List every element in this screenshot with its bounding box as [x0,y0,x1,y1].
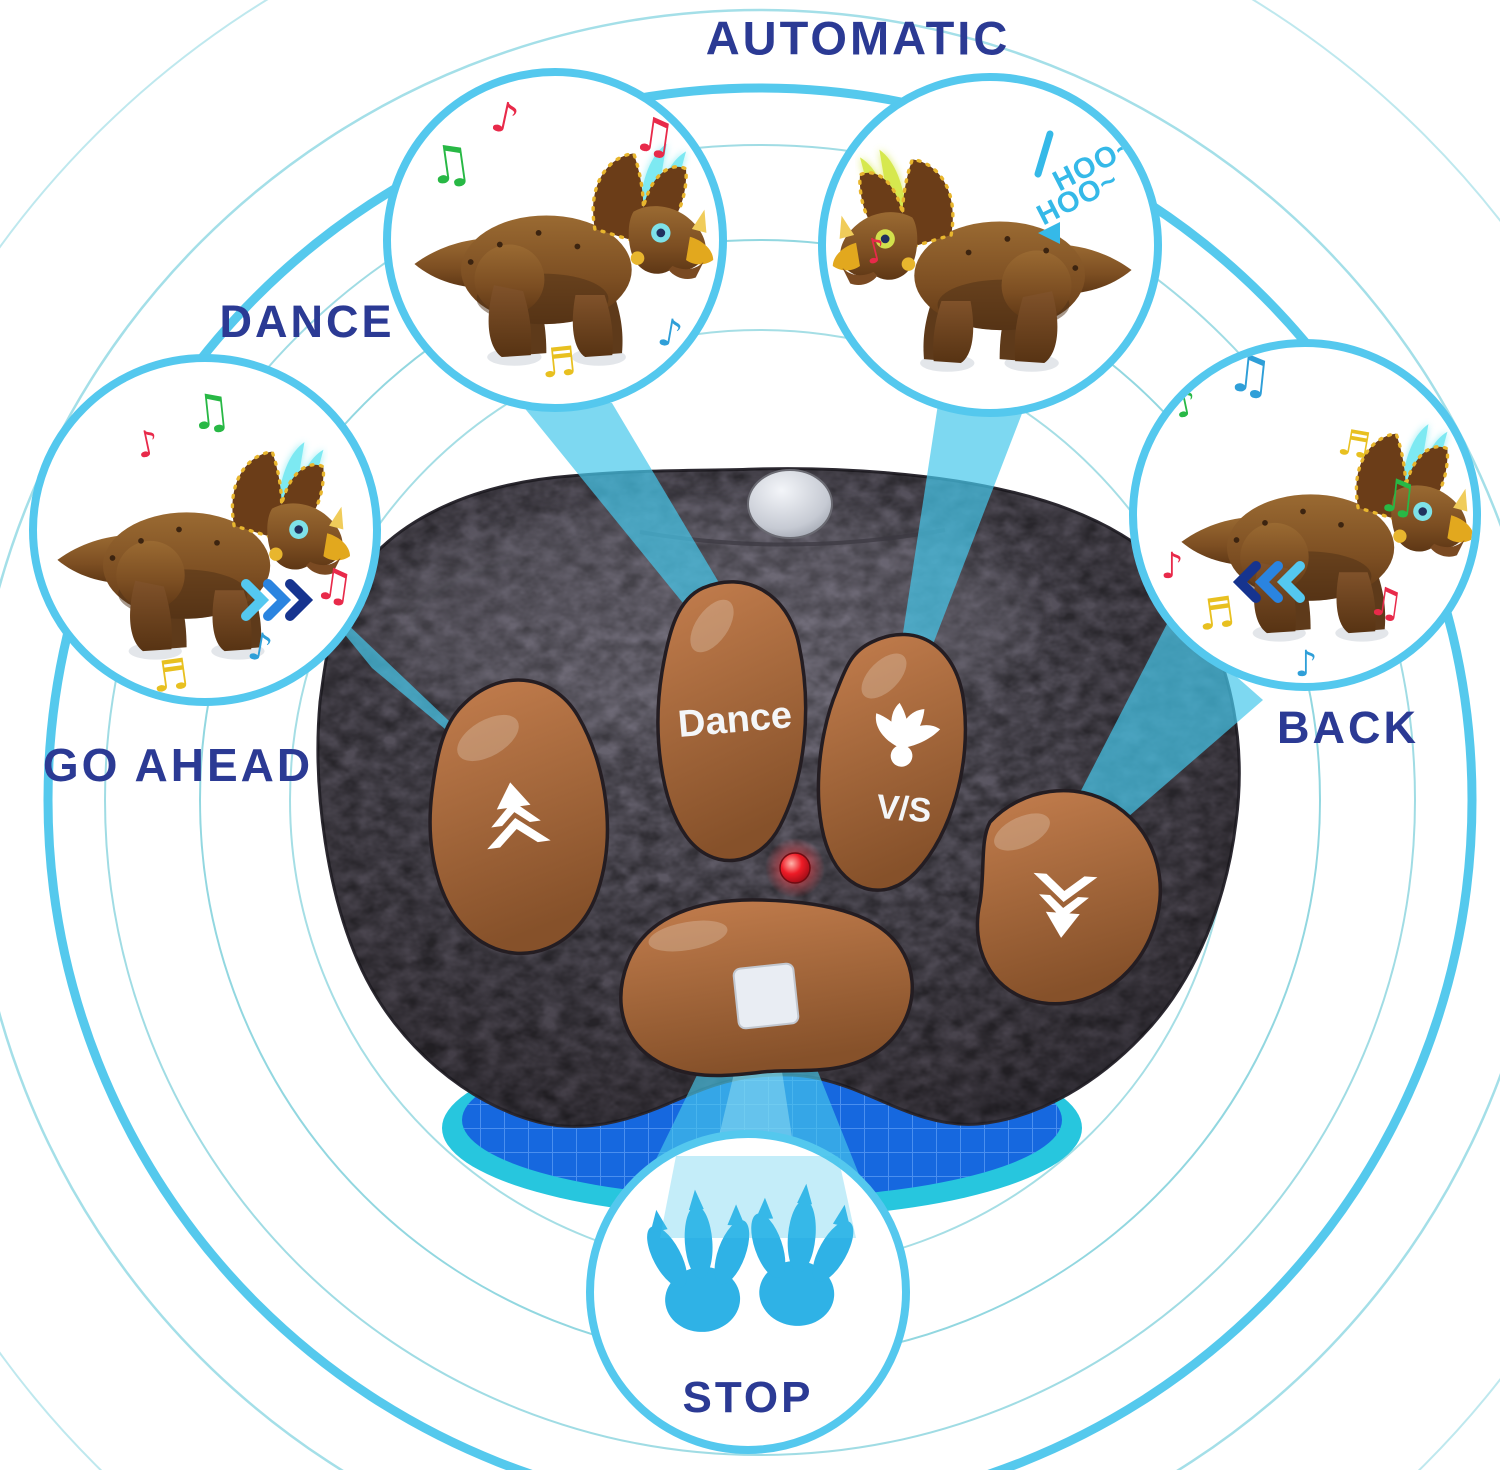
beam-back [1071,618,1263,836]
stop-button[interactable] [619,898,914,1078]
stop-circle [586,1130,910,1454]
music-note-icon: ♬ [538,338,578,387]
ir-dome [747,469,833,539]
music-note-icon: ♫ [1374,467,1421,525]
sound-spark-icon [1034,130,1054,178]
music-note-icon: ♬ [1194,587,1238,641]
label-stop: STOP [682,1373,814,1422]
square-icon [732,962,800,1030]
music-note-icon: ♬ [148,649,192,703]
go-ahead-circle-content: ♫ ♪ ♫ ♪ ♬ [57,382,357,703]
label-dance: DANCE [219,296,395,347]
dance-button-label: Dance [676,694,793,746]
music-note-icon: ♬ [1335,422,1374,468]
beam-dance [518,400,740,624]
music-note-icon: ♫ [1365,578,1407,629]
beam-stop-overlay [660,1156,856,1238]
dance-button[interactable]: Dance [656,580,808,863]
beam-automatic [901,398,1028,652]
power-led [765,838,825,898]
vs-button[interactable]: V/S [816,632,968,892]
music-note-icon: ♪ [1161,546,1184,587]
remote-buttons: Dance V/S [428,580,1163,1078]
music-note-icon: ♫ [311,558,357,614]
vs-button-label: V/S [875,788,933,831]
music-note-icon: ♪ [1295,644,1318,685]
label-automatic: AUTOMATIC [705,11,1011,65]
forward-button[interactable] [428,678,610,956]
music-note-icon: ♫ [422,132,477,198]
back-button[interactable] [975,788,1163,1006]
label-go-ahead: GO AHEAD [42,739,314,791]
callout-circles: ♪ ♫ ♫ ♪ ♬ ♪ HOO~ HOO~ ♫ ♪ ♫ ♪ ♬ [29,68,1481,1454]
sound-arrow-icon [1038,222,1060,244]
music-note-icon: ♫ [186,382,235,442]
label-back: BACK [1277,702,1419,753]
